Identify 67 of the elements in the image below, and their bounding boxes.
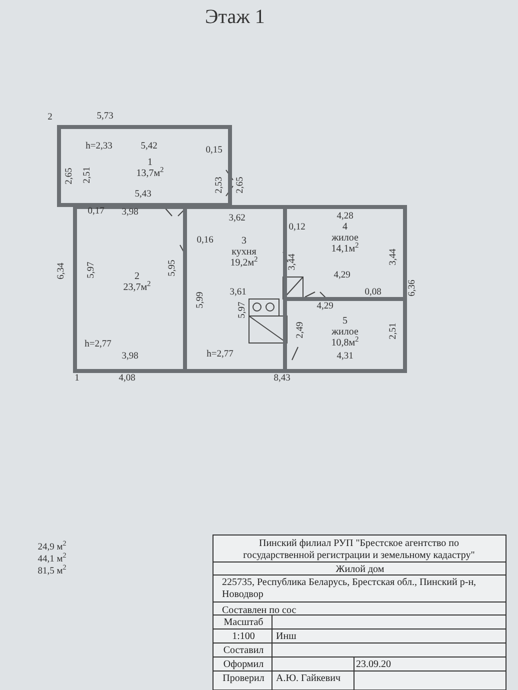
dimension-label: h=2,77 [206, 350, 234, 360]
dimension-label: 4,31 [336, 352, 354, 362]
dimension-label: 5,73 [96, 112, 114, 122]
dimension-label: 3,44 [288, 254, 298, 270]
dimension-label: h=2,33 [86, 142, 112, 152]
title-block-text: 23.09.20 [356, 659, 392, 671]
dimension-label: 4,29 [316, 302, 334, 312]
dimension-label: 2,65 [64, 168, 76, 184]
room-label: 10,8м$^{2}$ [331, 338, 359, 348]
dimension-label: 0,08 [364, 288, 382, 298]
dimension-label: 3,98 [122, 352, 138, 362]
title-block-text: Жилой дом [334, 564, 386, 576]
title-block-heading: Пинский филиал РУП "Брестское агентство по государственной регистрации и земельному кадастру" [242, 538, 476, 562]
room-label: 14,1м$^{2}$ [331, 244, 359, 254]
title-block-text: Оформил [222, 659, 265, 671]
title-block-text: 225735, Республика Беларусь, Брестская обл., Пинский р-н, Новодвор [222, 577, 478, 601]
dimension-label: 2 [48, 112, 52, 124]
dimension-label: 5,95 [168, 260, 178, 276]
room-number: 3 [242, 236, 246, 246]
room-outline [57, 125, 232, 207]
dimension-label: 0,12 [288, 222, 306, 234]
title-block-text: Инш [276, 631, 298, 643]
dimension-label: 4,29 [334, 270, 350, 282]
dimension-label: 2,51 [388, 322, 400, 340]
dimension-label: 2,51 [82, 166, 94, 184]
dimension-label: 0,16 [196, 236, 214, 246]
room-label: 13,7м$^{2}$ [136, 168, 164, 179]
dimension-label: 5,99 [196, 292, 206, 308]
dimension-label: 0,15 [206, 146, 222, 156]
room-label: 23,7м$^{2}$ [123, 282, 151, 293]
title-block-text: Масштаб [222, 617, 264, 629]
dimension-label: 5,97 [86, 262, 98, 278]
area-total: 24,9 м$^{2}$ [38, 542, 66, 552]
dimension-label: 0,17 [88, 206, 104, 218]
dimension-label: h=2,77 [84, 340, 112, 350]
room-number: 1 [148, 157, 152, 168]
room-label: кухня [232, 246, 256, 258]
area-total: 81,5 м$^{2}$ [38, 566, 66, 578]
dimension-label: 6,34 [56, 262, 68, 280]
title-block-text: Составлен по сос [222, 605, 298, 617]
dimension-label: 2,53 [214, 176, 226, 194]
dimension-label: 2,65 [236, 176, 246, 194]
room-number: 4 [342, 222, 348, 232]
dimension-label: 3,98 [122, 208, 138, 218]
dimension-label: 1 [74, 374, 80, 384]
dimension-label: 3,44 [388, 248, 400, 266]
dimension-label: 8,43 [274, 374, 290, 384]
floor-title: Этаж 1 [205, 5, 265, 30]
dimension-label: 2,49 [296, 322, 306, 338]
room-label: жилое [332, 232, 358, 244]
dimension-label: 4,28 [336, 212, 354, 222]
title-block-text: А.Ю. Гайкевич [276, 673, 342, 685]
dimension-label: 5,97 [238, 302, 248, 318]
dimension-label: 6,36 [408, 280, 418, 296]
dimension-label: 4,08 [118, 374, 136, 384]
area-total: 44,1 м$^{2}$ [38, 554, 66, 564]
room-number: 5 [342, 316, 348, 326]
room-label: 19,2м$^{2}$ [230, 258, 258, 268]
dimension-label: 3,62 [228, 214, 246, 224]
title-block-text: Составил [222, 645, 265, 657]
dimension-label: 3,61 [230, 288, 246, 298]
dimension-label: 5,43 [134, 190, 152, 200]
room-number: 2 [134, 271, 140, 282]
title-block-text: Проверил [222, 673, 266, 685]
dimension-label: 5,42 [140, 142, 158, 152]
room-label: жилое [332, 326, 358, 338]
title-block-text: 1:100 [231, 631, 256, 643]
